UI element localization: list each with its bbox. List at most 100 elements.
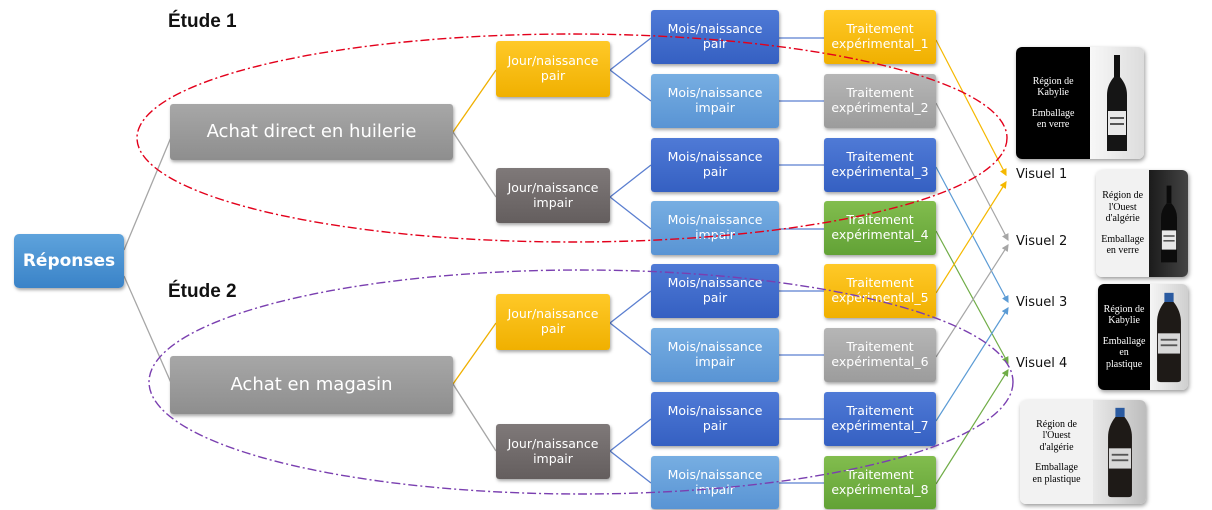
treatment-line2: expérimental_1	[831, 36, 929, 51]
card-region-line: l'Ouest	[1042, 430, 1071, 442]
arrow-t7-v3	[935, 306, 1009, 422]
month-line1: Mois/naissance	[667, 403, 763, 419]
purchase-label: Achat direct en huilerie	[206, 121, 417, 143]
card-region-line: Kabylie	[1108, 315, 1140, 327]
etude1-title: Étude 1	[168, 11, 237, 32]
treatment-line1: Traitement	[846, 212, 914, 228]
arrow-t2-v2	[935, 102, 1009, 242]
visuel-1-label: Visuel 1	[1016, 167, 1068, 182]
treatment-line1: Traitement	[846, 339, 914, 355]
card-pack-line: Emballage	[1102, 335, 1146, 347]
treatment-line2: expérimental_4	[831, 227, 929, 242]
connector	[452, 383, 497, 452]
visual-card-1: Région de Kabylie Emballage en verre	[1016, 47, 1144, 159]
arrow-t3-v3	[935, 166, 1009, 304]
visuel-3-label: Visuel 3	[1016, 295, 1068, 310]
connector	[609, 164, 652, 198]
card-text: Région de Kabylie Emballage en plastique	[1098, 284, 1151, 390]
month-line2: pair	[702, 164, 728, 179]
card-pack-line: en verre	[1106, 245, 1139, 257]
month-line1: Mois/naissance	[667, 339, 763, 355]
treatment-line2: expérimental_8	[831, 481, 929, 497]
month-line2: pair	[702, 36, 728, 51]
card-text: Région de Kabylie Emballage en verre	[1016, 47, 1091, 159]
connector	[609, 69, 652, 102]
connector	[609, 450, 652, 484]
root-label: Réponses	[22, 250, 116, 271]
plastic-bottle-icon	[1150, 284, 1188, 390]
month-line2: impair	[695, 354, 735, 369]
month-line2: impair	[695, 481, 735, 497]
purchase-label: Achat en magasin	[230, 374, 393, 396]
root-reponses-node[interactable]: Réponses	[14, 234, 124, 288]
month-line2: pair	[702, 290, 728, 305]
card-region-line: d'algérie	[1039, 441, 1074, 453]
day-line1: Jour/naissance	[507, 53, 599, 69]
card-region-line: Région de	[1103, 303, 1145, 315]
connector	[123, 134, 173, 251]
card-region-line: Région de	[1102, 190, 1144, 202]
arrow-t5-v1	[935, 180, 1007, 294]
month-line1: Mois/naissance	[667, 212, 763, 228]
card-text: Région de l'Ouest d'algérie Emballage en…	[1096, 170, 1150, 277]
card-pack-line: plastique	[1106, 358, 1143, 370]
month-line2: impair	[695, 100, 735, 115]
connector	[609, 322, 652, 356]
plastic-bottle-icon	[1093, 400, 1146, 504]
day-line2: impair	[533, 194, 573, 210]
arrow-t6-v2	[935, 243, 1009, 358]
month-line1: Mois/naissance	[667, 466, 763, 482]
day-line2: pair	[540, 68, 566, 83]
visual-card-4: Région de l'Ouest d'algérie Emballage en…	[1020, 400, 1146, 504]
connector	[452, 322, 497, 385]
treatment-line1: Traitement	[846, 466, 914, 482]
treatment-line1: Traitement	[846, 149, 914, 165]
connector	[609, 418, 652, 452]
arrow-t1-v1	[935, 39, 1007, 177]
connector	[452, 131, 497, 198]
card-region-line: Kabylie	[1037, 87, 1069, 98]
day-line1: Jour/naissance	[507, 179, 599, 195]
card-pack-line: Emballage	[1035, 462, 1078, 474]
day-line2: impair	[533, 450, 573, 466]
treatment-line1: Traitement	[846, 85, 914, 101]
card-pack-line: Emballage	[1031, 107, 1075, 119]
purchase-node-magasin[interactable]: Achat en magasin	[170, 356, 453, 414]
treatment-line2: expérimental_6	[831, 354, 929, 369]
treatment-line1: Traitement	[846, 21, 914, 37]
etude2-title: Étude 2	[168, 281, 237, 302]
card-region-line: Région de	[1036, 418, 1077, 430]
day-line1: Jour/naissance	[507, 435, 599, 451]
month-line2: pair	[702, 418, 728, 433]
connector	[609, 290, 652, 324]
month-line2: impair	[695, 227, 735, 242]
visual-card-2: Région de l'Ouest d'algérie Emballage en…	[1096, 170, 1188, 277]
month-line1: Mois/naissance	[667, 85, 763, 101]
treatment-line2: expérimental_5	[831, 290, 929, 305]
day-line2: pair	[540, 321, 566, 336]
purchase-node-huilerie[interactable]: Achat direct en huilerie	[170, 104, 453, 160]
arrow-t8-v4	[935, 368, 1009, 485]
month-line1: Mois/naissance	[667, 21, 763, 37]
visuel-2-label: Visuel 2	[1016, 234, 1068, 249]
